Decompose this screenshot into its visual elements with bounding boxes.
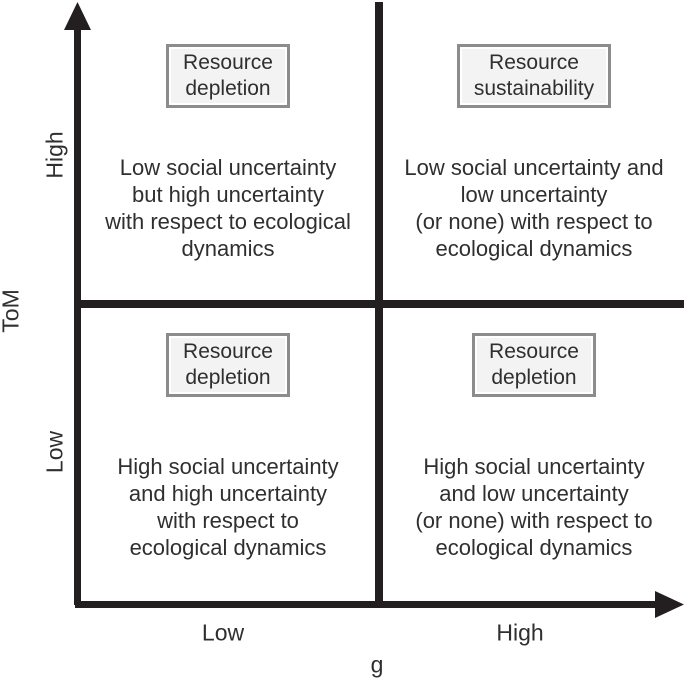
- x-axis-high-label: High: [496, 619, 544, 646]
- quadrant-description: High social uncertainty and low uncertai…: [415, 454, 653, 560]
- y-axis-high-label: High: [41, 131, 68, 179]
- outcome-box-line: Resource: [489, 340, 579, 363]
- quadrant-low-tom-low-g: Resource depletion High social uncertain…: [81, 308, 375, 601]
- x-axis-title: g: [370, 651, 384, 678]
- outcome-box-line: Resource: [183, 51, 273, 74]
- outcome-box-line: Resource: [489, 51, 579, 74]
- quadrant-description: Low social uncertainty but high uncertai…: [105, 155, 351, 261]
- y-axis-low-label: Low: [41, 430, 68, 474]
- quadrant-low-tom-high-g: Resource depletion High social uncertain…: [383, 308, 685, 601]
- quadrant-high-tom-high-g: Resource sustainability Low social uncer…: [383, 0, 685, 300]
- outcome-box: Resource depletion: [166, 333, 290, 397]
- outcome-box: Resource depletion: [472, 333, 596, 397]
- outcome-box-line: sustainability: [473, 77, 595, 100]
- outcome-box-line: depletion: [185, 77, 271, 100]
- y-axis-title: ToM: [0, 289, 24, 333]
- y-axis-arrow-icon: [64, 2, 91, 30]
- outcome-box-line: Resource: [183, 340, 273, 363]
- outcome-box: Resource sustainability: [456, 44, 612, 108]
- x-axis-low-label: Low: [201, 619, 245, 646]
- x-axis-arrow-icon: [655, 591, 684, 618]
- quadrant-description: Low social uncertainty and low uncertain…: [404, 155, 664, 261]
- quadrant-high-tom-low-g: Resource depletion Low social uncertaint…: [81, 0, 375, 300]
- outcome-box: Resource depletion: [166, 44, 290, 108]
- outcome-box-line: depletion: [491, 366, 577, 389]
- outcome-box-line: depletion: [185, 366, 271, 389]
- quadrant-description: High social uncertainty and high uncerta…: [117, 454, 339, 560]
